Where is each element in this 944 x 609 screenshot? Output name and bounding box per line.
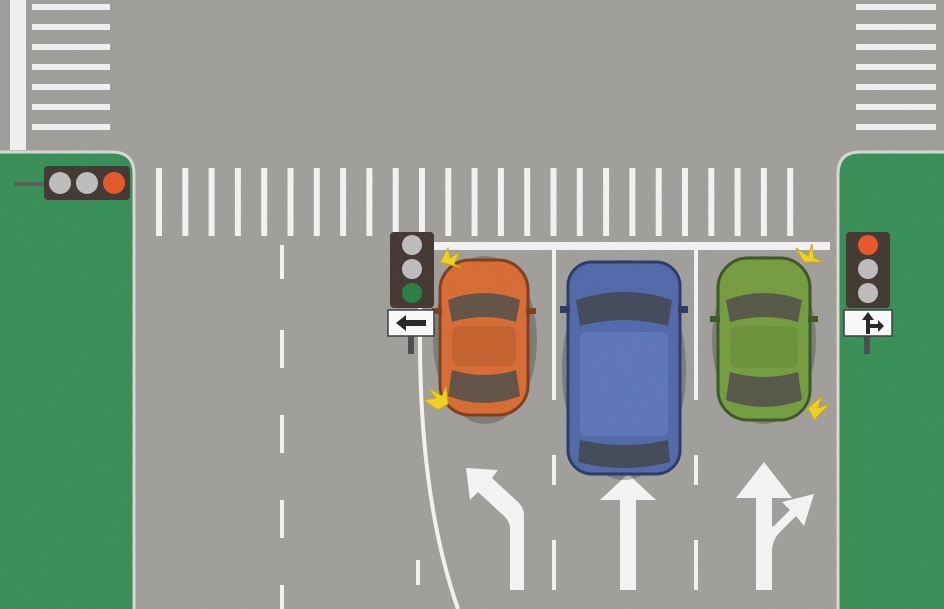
intersection-scene xyxy=(0,0,944,609)
